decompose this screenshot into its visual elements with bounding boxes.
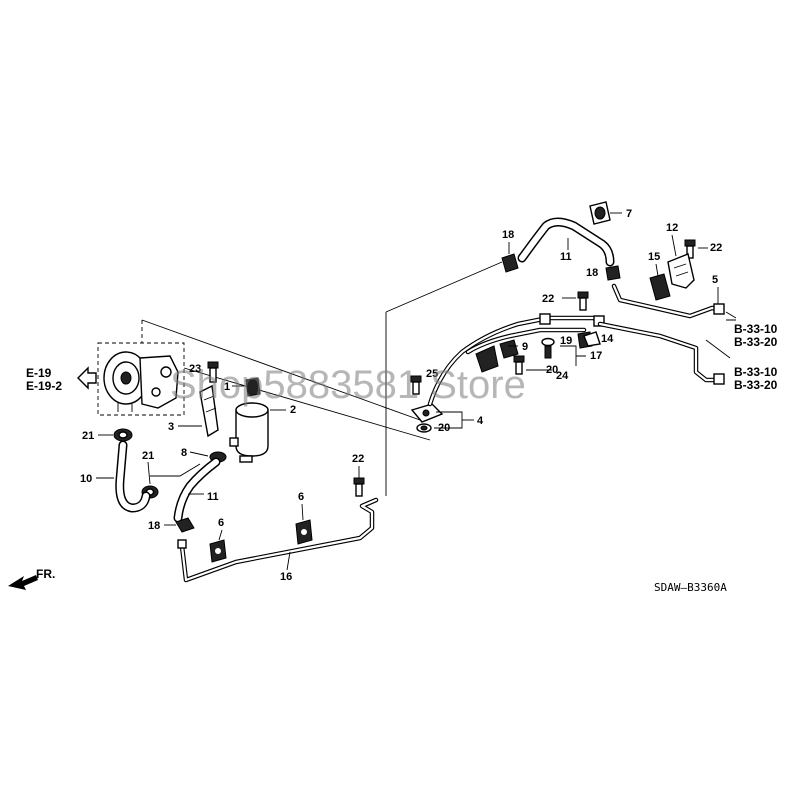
watermark: Shop5883581 Store (170, 363, 526, 407)
return-pipe-5[interactable] (611, 283, 725, 319)
callout-9: 9 (522, 341, 528, 353)
reservoir-2[interactable] (229, 402, 269, 463)
power-steering-pump[interactable] (97, 342, 185, 416)
clip-18-right[interactable] (605, 265, 621, 281)
callout-19: 19 (560, 335, 572, 347)
front-label: FR. (36, 567, 55, 581)
bolt-25[interactable] (410, 375, 422, 395)
callout-21-lower: 21 (142, 450, 154, 462)
clamp-9[interactable] (475, 339, 519, 373)
leader-line (150, 463, 201, 477)
front-arrow-group: FR. (8, 567, 55, 590)
bolt-23[interactable] (207, 361, 219, 383)
ref-b33-arrow-icon (705, 339, 731, 359)
callout-25: 25 (426, 368, 438, 380)
callout-22-right: 22 (710, 242, 722, 254)
callout-17: 17 (590, 350, 602, 362)
callout-7: 7 (626, 208, 632, 220)
callout-18-top: 18 (502, 229, 514, 241)
leader-line (671, 234, 677, 257)
hose-10[interactable] (115, 440, 151, 513)
callout-4: 4 (477, 415, 484, 427)
bolt-22-right[interactable] (684, 239, 696, 259)
callout-14: 14 (601, 333, 614, 345)
callout-6-left: 6 (218, 517, 224, 529)
washer-20[interactable] (416, 423, 432, 433)
callout-24: 24 (556, 370, 569, 382)
leader-line (189, 451, 209, 457)
hose-11[interactable] (173, 457, 221, 523)
return-pipe-upper[interactable] (597, 321, 725, 385)
clip-18-lower[interactable] (175, 517, 195, 533)
callout-10: 10 (80, 473, 92, 485)
pipe-16[interactable] (177, 497, 379, 583)
ref-b33-10-b: B-33-10 (734, 365, 778, 379)
bolt-24[interactable] (513, 355, 525, 375)
callout-20-upper: 20 (546, 364, 558, 376)
ref-e19-2: E-19-2 (26, 379, 62, 393)
clamp-7[interactable] (589, 201, 611, 225)
leader-line (560, 345, 586, 366)
leader-line (218, 529, 223, 541)
bracket-3[interactable] (199, 384, 219, 438)
clamp-21-top[interactable] (113, 428, 133, 442)
callout-22-mid: 22 (542, 293, 554, 305)
leader-line (147, 461, 151, 485)
callout-13: 12 (666, 222, 678, 234)
callout-21-top: 21 (82, 430, 94, 442)
ref-e19-arrow-icon (77, 366, 97, 390)
leader-line (286, 551, 291, 571)
bolt-22-mid[interactable] (577, 291, 589, 311)
callout-8: 8 (181, 447, 187, 459)
leader-line (655, 263, 659, 277)
callout-11: 11 (207, 491, 219, 503)
bolt-22-lower[interactable] (353, 477, 365, 497)
callout-15: 15 (648, 251, 660, 263)
callout-16: 16 (280, 571, 292, 583)
union-fitting-4[interactable] (410, 403, 444, 423)
washer-20-upper[interactable] (541, 337, 555, 359)
bracket-13[interactable] (667, 253, 695, 289)
clip-18-top[interactable] (501, 253, 519, 273)
callout-23: 23 (189, 363, 201, 375)
leader-line (301, 503, 304, 521)
callout-6-mid: 6 (298, 491, 304, 503)
pump-projection-line (183, 367, 431, 441)
pump-projection-line (141, 319, 421, 421)
ref-e19-group: E-19 E-19-2 (26, 366, 97, 393)
ref-b33-10-a: B-33-10 (734, 322, 778, 336)
insulator-15[interactable] (649, 273, 671, 301)
callout-5: 5 (712, 274, 718, 286)
reservoir-cap-1[interactable] (245, 377, 261, 397)
callout-2: 2 (290, 404, 296, 416)
clamp-6-mid[interactable] (295, 519, 313, 545)
hose-12[interactable] (517, 217, 615, 267)
ref-b33-arrow-icon (725, 311, 737, 321)
diagram-code: SDAW—B3360A (654, 581, 727, 594)
callout-22-lower: 22 (352, 453, 364, 465)
callout-3: 3 (168, 421, 174, 433)
ref-b33-20-b: B-33-20 (734, 378, 778, 392)
projection-line (385, 261, 503, 313)
callout-18-right: 18 (586, 267, 598, 279)
ref-b33-20-a: B-33-20 (734, 335, 778, 349)
callout-12: 11 (560, 251, 572, 263)
clip-14[interactable] (583, 331, 601, 347)
callout-18-lower: 18 (148, 520, 160, 532)
callout-1: 1 (224, 381, 230, 393)
callout-20-lower: 20 (438, 422, 450, 434)
ref-e19: E-19 (26, 366, 52, 380)
high-pressure-hose[interactable] (427, 313, 605, 407)
front-arrow-icon (8, 575, 38, 590)
clamp-6-left[interactable] (209, 539, 227, 563)
